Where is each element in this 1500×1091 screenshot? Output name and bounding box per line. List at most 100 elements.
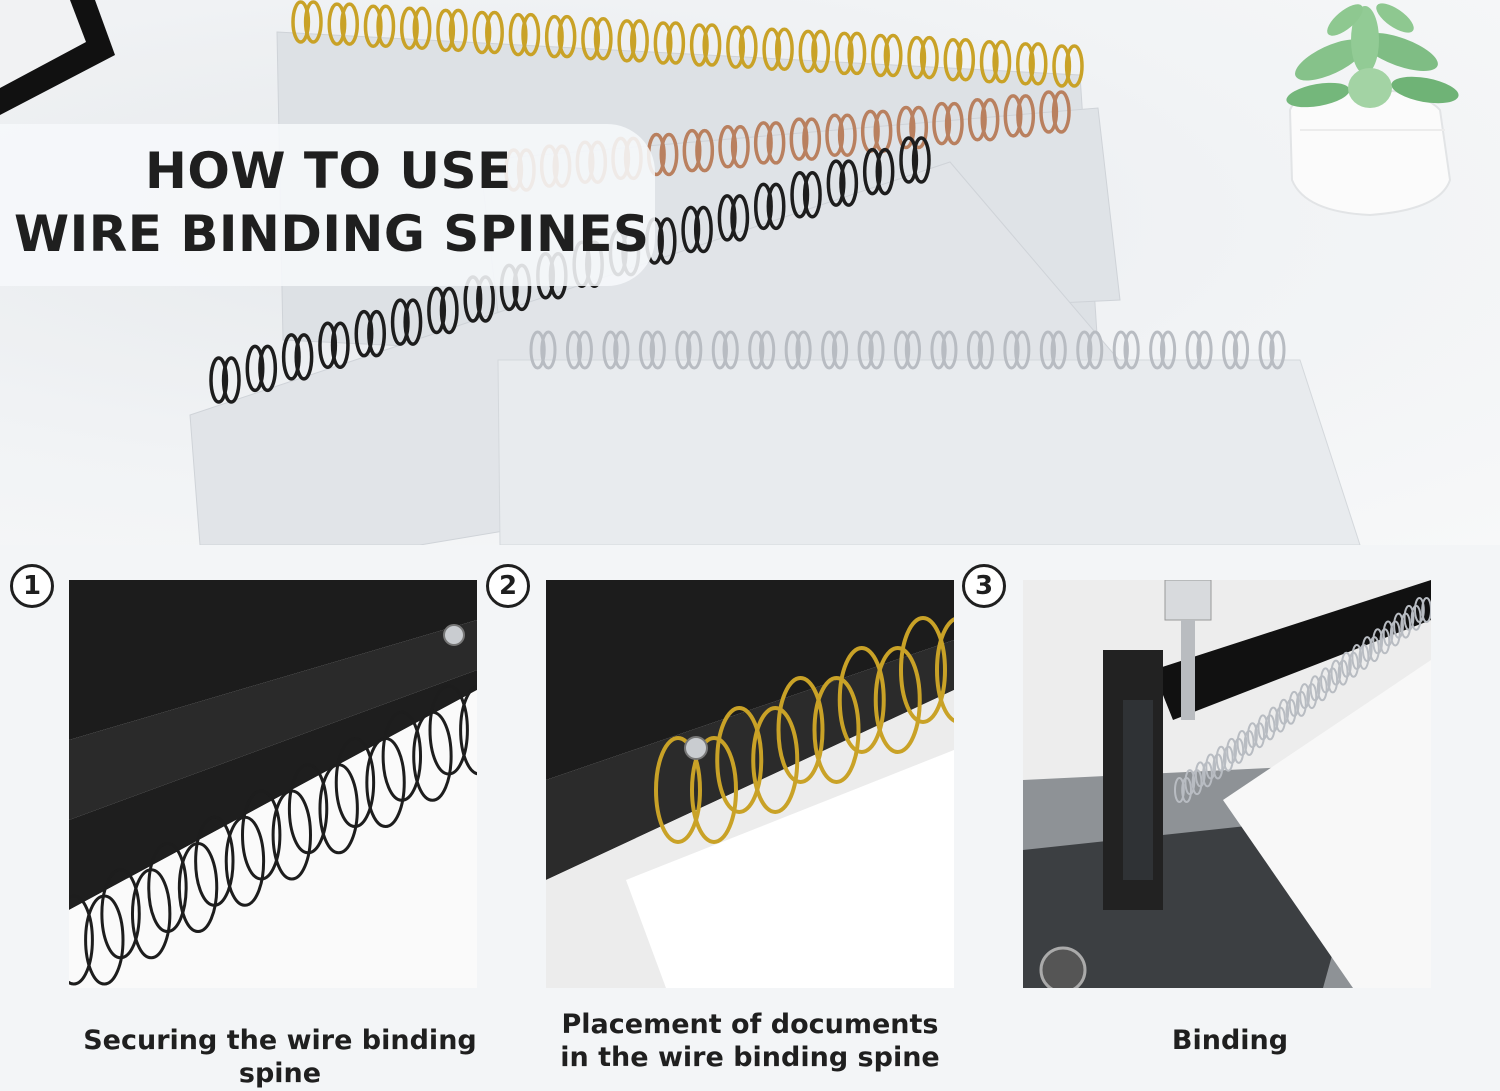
- wire-loop: [354, 309, 374, 358]
- wire-loop: [1299, 683, 1311, 710]
- wire-loop: [381, 710, 423, 802]
- wire-loop: [1112, 330, 1129, 370]
- wire-loop: [717, 194, 737, 242]
- wire-loop: [1184, 769, 1196, 796]
- wire-loop: [1382, 620, 1394, 647]
- wire-loop: [759, 330, 776, 370]
- wire-loop: [1159, 330, 1177, 370]
- wire-loop: [1051, 90, 1071, 134]
- step-2-caption-line-2: in the wire binding spine: [560, 1042, 940, 1073]
- wire-loop: [966, 330, 984, 370]
- wire-loop: [1222, 330, 1239, 370]
- wire-loop: [1269, 330, 1286, 370]
- wire-loop: [100, 868, 141, 960]
- wire-loop: [1247, 722, 1258, 749]
- wire-loop: [730, 125, 750, 169]
- wire-loop: [340, 2, 359, 46]
- wire-loop: [875, 147, 895, 196]
- wire-loop: [944, 101, 964, 146]
- binder-black-wire-illustration: [69, 580, 477, 988]
- wire-loop: [726, 25, 746, 69]
- wire-loop: [883, 33, 903, 78]
- wire-loop: [932, 101, 952, 146]
- wire-loop: [540, 330, 557, 370]
- wire-loop: [544, 14, 564, 59]
- wire-loop: [653, 21, 673, 65]
- wire-loop: [1016, 42, 1035, 86]
- wire-loop: [762, 27, 782, 71]
- wire-loop: [459, 684, 477, 776]
- wire-loop: [826, 159, 846, 207]
- wire-loop: [1205, 753, 1217, 780]
- wire-loop: [837, 646, 886, 754]
- wire-loop: [472, 10, 492, 55]
- step-2-caption-line-1: Placement of documents: [561, 1009, 939, 1040]
- page-title-line-2: WIRE BINDING SPINES: [14, 205, 650, 263]
- wire-loop: [689, 23, 709, 67]
- wire-loop: [753, 121, 773, 165]
- wire-loop: [1028, 42, 1048, 86]
- wire-loop: [748, 330, 765, 370]
- wire-loop: [1267, 706, 1279, 733]
- wire-loop: [1403, 604, 1415, 631]
- wire-loop: [294, 333, 314, 381]
- wire-loop: [715, 706, 764, 814]
- wire-loop: [439, 286, 459, 335]
- wire-loop: [287, 763, 329, 855]
- wire-loop: [682, 128, 702, 173]
- wire-loop: [1039, 90, 1059, 134]
- wire-loop: [847, 31, 867, 76]
- wire-loop: [412, 6, 432, 51]
- wire-loop: [613, 330, 630, 370]
- wire-loop: [802, 170, 822, 219]
- wire-loop: [529, 330, 546, 370]
- wire-loop: [1340, 651, 1352, 678]
- wire-loop: [766, 121, 786, 165]
- wire-loop: [390, 298, 410, 346]
- wire-loop: [334, 737, 376, 828]
- binding-machine-illustration: [1023, 580, 1431, 988]
- wire-loop: [330, 321, 350, 370]
- wire-loop: [1288, 690, 1300, 717]
- wire-loop: [303, 0, 323, 44]
- wire-loop: [909, 105, 929, 150]
- wire-loop: [956, 37, 976, 82]
- wire-loop: [602, 330, 619, 370]
- wire-loop: [427, 286, 447, 335]
- step-3-caption-line-1: Binding: [1171, 1025, 1289, 1056]
- wire-loop: [784, 330, 801, 370]
- wire-loop: [1039, 330, 1057, 370]
- wire-loop: [812, 676, 861, 784]
- wire-loop: [1232, 330, 1250, 370]
- title-band: [0, 124, 655, 286]
- wire-loop: [825, 113, 845, 157]
- step-1-photo: [69, 580, 477, 988]
- wire-loop: [702, 23, 722, 67]
- wire-loop: [485, 10, 504, 55]
- wire-loop: [565, 330, 583, 370]
- wire-loop: [839, 159, 859, 207]
- wire-loop: [730, 194, 750, 242]
- wire-loop: [69, 894, 94, 986]
- wire-loop: [1149, 330, 1166, 370]
- wire-loop: [221, 356, 241, 404]
- wire-loop: [711, 330, 728, 370]
- wire-loop: [581, 17, 601, 61]
- step-2-photo: [546, 580, 954, 988]
- wire-loop: [659, 132, 679, 177]
- wire-loop: [508, 12, 528, 57]
- wire-loop: [871, 33, 890, 78]
- wire-loop: [1003, 94, 1023, 138]
- hero-photo: HOW TO USE WIRE BINDING SPINES: [0, 0, 1500, 545]
- wire-loop: [291, 0, 311, 44]
- wire-loop: [194, 815, 235, 907]
- wire-loop: [943, 37, 963, 82]
- wire-loop: [821, 330, 838, 370]
- wire-loop: [1064, 44, 1084, 88]
- wire-loop: [1278, 698, 1290, 725]
- wire-loop: [695, 128, 715, 173]
- wire-loop: [1016, 94, 1036, 138]
- step-3-caption: Binding: [1030, 1024, 1430, 1057]
- step-2-caption: Placement of documents in the wire bindi…: [540, 1008, 960, 1074]
- wire-loop: [241, 789, 282, 881]
